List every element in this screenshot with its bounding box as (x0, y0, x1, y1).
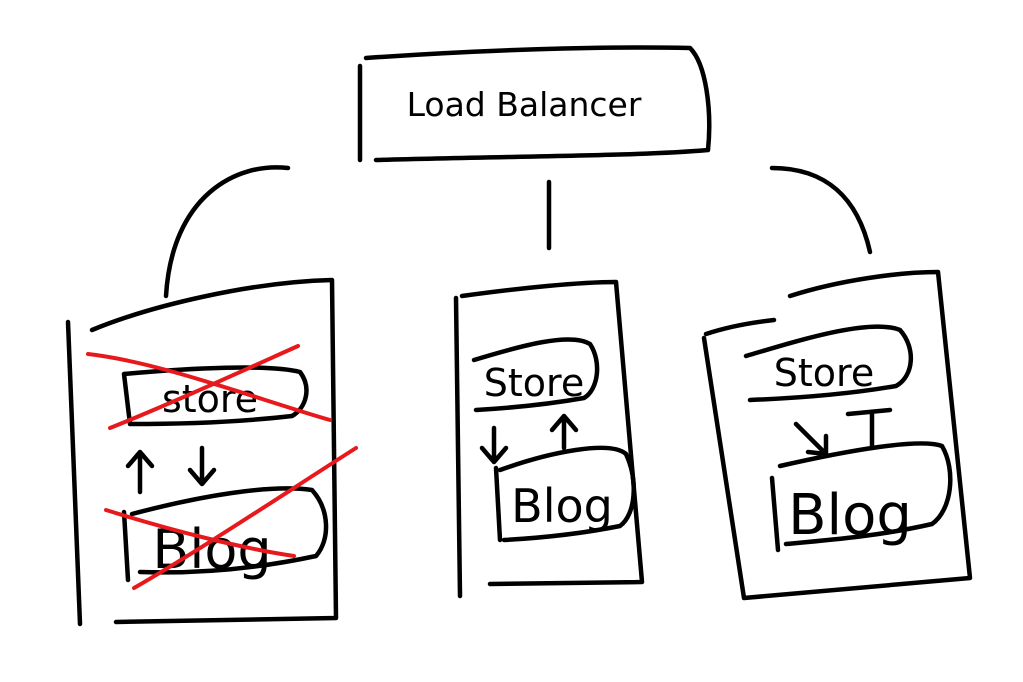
server-3: Store Blog (701, 269, 973, 601)
server-2: Store Blog (453, 279, 645, 599)
server-3-store-box (743, 324, 914, 403)
connector-right (769, 165, 873, 255)
server-2-outline (459, 279, 645, 587)
load-balancer-node: Load Balancer (357, 45, 712, 163)
server-2-blog-label: Blog (511, 479, 613, 533)
connector-left (163, 165, 291, 299)
server-2-blog-box-left (493, 465, 503, 543)
load-balancer-outline (363, 45, 712, 163)
server-3-blog-box-left (769, 475, 781, 553)
server-3-arrow-up (845, 407, 893, 451)
server-3-arrow-down (793, 421, 829, 457)
load-balancer-label: Load Balancer (407, 85, 642, 124)
server-3-outline (701, 269, 973, 601)
server-1-blog-strike (104, 446, 358, 590)
server-2-left-edge (453, 295, 463, 599)
server-2-store-box (471, 337, 600, 413)
server-3-blog-box (777, 441, 953, 547)
server-1-left-edge (65, 319, 83, 627)
server-2-store-label: Store (484, 361, 584, 405)
server-1-outline (89, 277, 339, 625)
server-1-arrow-up (125, 449, 155, 495)
server-2-arrow-up (549, 413, 579, 451)
server-1-store-strike (86, 344, 332, 430)
server-1-blog-box-left (121, 509, 131, 583)
server-1-store-box (121, 365, 309, 427)
server-1: store Blog (65, 277, 358, 627)
server-3-store-label: Store (774, 351, 874, 395)
server-2-arrow-down (479, 425, 509, 465)
server-2-blog-box (497, 445, 636, 543)
server-3-blog-label: Blog (788, 483, 912, 548)
server-1-blog-box (129, 486, 329, 575)
server-3-top-edge (703, 317, 777, 337)
server-1-arrow-down (187, 445, 217, 487)
